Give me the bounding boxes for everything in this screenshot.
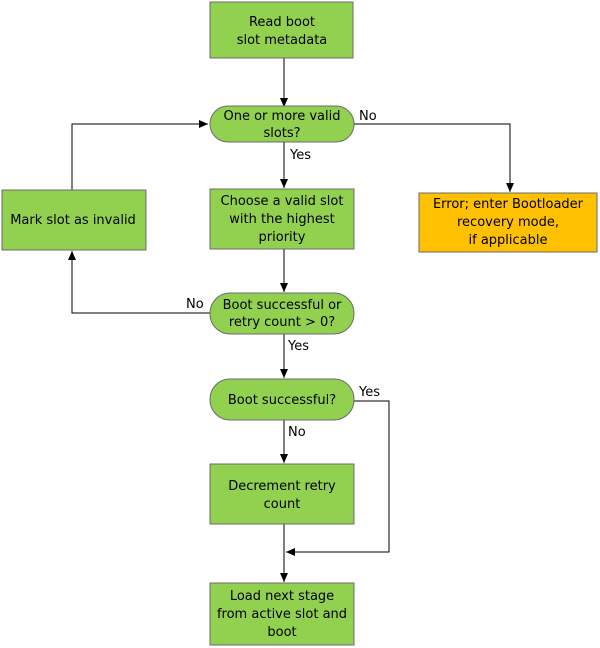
node-boot-successful-decision: Boot successful? xyxy=(209,378,355,421)
node-boot-or-retry-decision-line-1: Boot successful or xyxy=(223,298,342,313)
edge-labels: No Yes No Yes Yes No xyxy=(186,109,380,440)
node-boot-or-retry-decision-shape xyxy=(209,292,355,335)
label-success-yes: Yes xyxy=(358,385,380,400)
node-choose-slot: Choose a valid slot with the highest pri… xyxy=(209,188,355,250)
edge-success-yes-to-merge xyxy=(286,400,390,556)
node-error-recovery-line-2: recovery mode, xyxy=(457,215,559,230)
node-decrement-retry-shape xyxy=(209,463,355,525)
node-load-next-stage-line-2: from active slot and xyxy=(217,607,347,622)
node-valid-slots-decision-line-1: One or more valid xyxy=(224,109,341,124)
node-error-recovery-line-1: Error; enter Bootloader xyxy=(433,197,584,212)
node-choose-slot-line-3: priority xyxy=(259,230,306,245)
edges xyxy=(68,58,514,582)
node-error-recovery-shape xyxy=(418,192,598,253)
node-read-metadata-line-1: Read boot xyxy=(249,15,315,30)
node-mark-invalid-line-1: Mark slot as invalid xyxy=(10,213,136,228)
node-read-metadata-line-2: slot metadata xyxy=(237,33,328,48)
node-choose-slot-line-1: Choose a valid slot xyxy=(221,194,344,209)
edge-valid-no-to-error xyxy=(354,123,514,192)
node-load-next-stage-shape xyxy=(209,582,355,646)
label-retry-yes: Yes xyxy=(287,339,309,354)
node-error-recovery: Error; enter Bootloader recovery mode, i… xyxy=(418,192,598,253)
label-valid-no: No xyxy=(359,109,377,124)
node-decrement-retry: Decrement retry count xyxy=(209,463,355,525)
node-boot-or-retry-decision-line-2: retry count > 0? xyxy=(229,315,335,330)
node-decrement-retry-line-2: count xyxy=(264,497,301,512)
node-boot-successful-decision-shape xyxy=(209,378,355,421)
node-valid-slots-decision-shape xyxy=(209,105,355,143)
node-read-metadata-shape xyxy=(209,1,354,59)
node-valid-slots-decision: One or more valid slots? xyxy=(209,105,355,143)
node-boot-or-retry-decision: Boot successful or retry count > 0? xyxy=(209,292,355,335)
node-choose-slot-line-2: with the highest xyxy=(229,212,334,227)
node-mark-invalid: Mark slot as invalid xyxy=(1,189,147,251)
edge-retry-no-to-mark-invalid xyxy=(68,251,210,314)
node-valid-slots-decision-line-2: slots? xyxy=(263,126,300,141)
node-error-recovery-line-3: if applicable xyxy=(469,233,548,248)
node-load-next-stage: Load next stage from active slot and boo… xyxy=(209,582,355,646)
node-load-next-stage-line-3: boot xyxy=(267,625,296,640)
edge-mark-invalid-to-valid-decision xyxy=(71,120,208,190)
node-boot-successful-decision-line-1: Boot successful? xyxy=(228,393,336,408)
node-mark-invalid-shape xyxy=(1,189,147,251)
node-decrement-retry-line-1: Decrement retry xyxy=(228,479,336,494)
node-load-next-stage-line-1: Load next stage xyxy=(230,589,334,604)
node-read-metadata: Read boot slot metadata xyxy=(209,1,354,59)
label-retry-no: No xyxy=(186,297,204,312)
label-valid-yes: Yes xyxy=(289,148,311,163)
node-choose-slot-shape xyxy=(209,188,355,250)
label-success-no: No xyxy=(288,425,306,440)
